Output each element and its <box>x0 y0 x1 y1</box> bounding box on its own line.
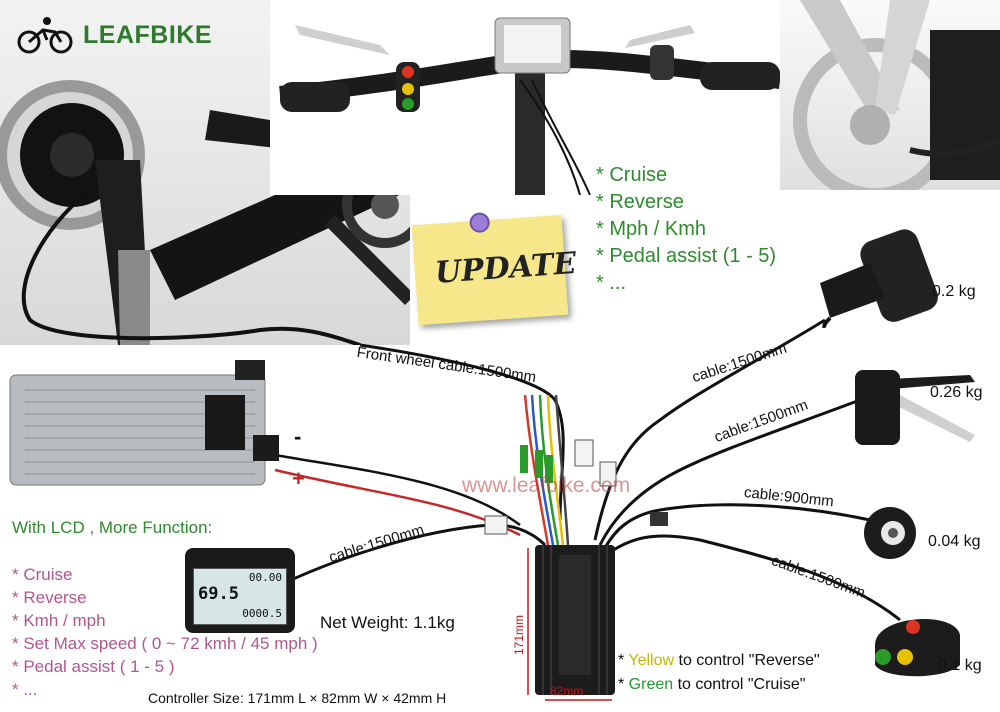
note-yellow-word: Yellow <box>628 652 675 669</box>
battery-illustration <box>9 360 279 486</box>
minus-sign: - <box>294 424 302 449</box>
controller-size: Controller Size: 171mm L × 82mm W × 42mm… <box>148 690 447 706</box>
note-green-rest: to control "Cruise" <box>673 676 806 693</box>
handlebar-illustration <box>279 17 781 195</box>
controller-unit <box>535 545 615 695</box>
brake-lever-illustration <box>855 370 975 445</box>
feature-item: * Pedal assist (1 - 5) <box>596 245 777 267</box>
pas-weight: 0.04 kg <box>928 533 981 550</box>
features-top-list: * Cruise * Reverse * Mph / Kmh * Pedal a… <box>596 162 776 297</box>
lcd-odo: 00.00 <box>248 571 282 584</box>
feature-item: * Reverse <box>596 191 684 213</box>
function-switch <box>865 605 965 685</box>
pedal-sensor-illustration <box>793 0 1000 190</box>
lcd-feature-item: * ... <box>12 680 38 699</box>
lcd-section-title: With LCD , More Function: <box>12 518 213 537</box>
lcd-feature-list: * Cruise * Reverse * Kmh / mph * Set Max… <box>12 563 318 701</box>
note-yellow: * Yellow to control "Reverse" <box>618 652 820 670</box>
watermark: www.leafbike.com <box>462 474 631 497</box>
switch-weight: 0.1 kg <box>938 657 982 674</box>
lcd-feature-item: * Pedal assist ( 1 - 5 ) <box>12 657 175 676</box>
throttle-illustration <box>820 229 938 330</box>
note-green-prefix: * <box>618 676 629 693</box>
pas-sensor-illustration <box>864 507 916 559</box>
note-green: * Green to control "Cruise" <box>618 676 805 694</box>
cyclist-icon <box>17 17 73 54</box>
note-yellow-rest: to control "Reverse" <box>674 652 820 669</box>
note-yellow-prefix: * <box>618 652 629 669</box>
lcd-display: 00.00 69.5 0000.5 <box>185 548 295 633</box>
lcd-screen: 00.00 69.5 0000.5 <box>193 568 287 625</box>
brake-lever <box>840 360 980 455</box>
lcd-feature-item: * Reverse <box>12 588 87 607</box>
lcd-feature-item: * Kmh / mph <box>12 611 106 630</box>
brand-name: LEAFBIKE <box>83 20 212 49</box>
note-green-word: Green <box>628 676 674 693</box>
pedal-sensor-photo <box>780 0 1000 190</box>
throttle-weight: 0.2 kg <box>932 283 976 300</box>
pas-sensor <box>855 505 925 560</box>
feature-item: * ... <box>596 272 627 294</box>
feature-item: * Cruise <box>596 164 668 186</box>
net-weight: Net Weight: 1.1kg <box>320 613 455 632</box>
update-sticky-note: UPDATE <box>411 211 578 326</box>
feature-item: * Mph / Kmh <box>596 218 707 240</box>
lcd-speed: 69.5 <box>198 584 239 604</box>
throttle-grip <box>815 228 940 330</box>
lcd-trip: 0000.5 <box>242 607 282 620</box>
handlebar-photo <box>270 0 785 195</box>
controller-height-dim: 171mm <box>512 614 526 655</box>
lcd-feature-item: * Set Max speed ( 0 ~ 72 kmh / 45 mph ) <box>12 634 318 653</box>
plus-sign: + <box>292 466 305 491</box>
brake-weight: 0.26 kg <box>930 384 983 401</box>
function-switch-illustration <box>875 618 960 677</box>
brand-logo: LEAFBIKE <box>15 16 212 54</box>
battery-pack <box>5 360 280 490</box>
controller-illustration <box>535 545 615 695</box>
pin-icon <box>468 211 491 234</box>
lcd-feature-item: * Cruise <box>12 565 73 584</box>
update-note-text: UPDATE <box>433 246 578 291</box>
controller-width-dim: 82mm <box>550 684 584 698</box>
